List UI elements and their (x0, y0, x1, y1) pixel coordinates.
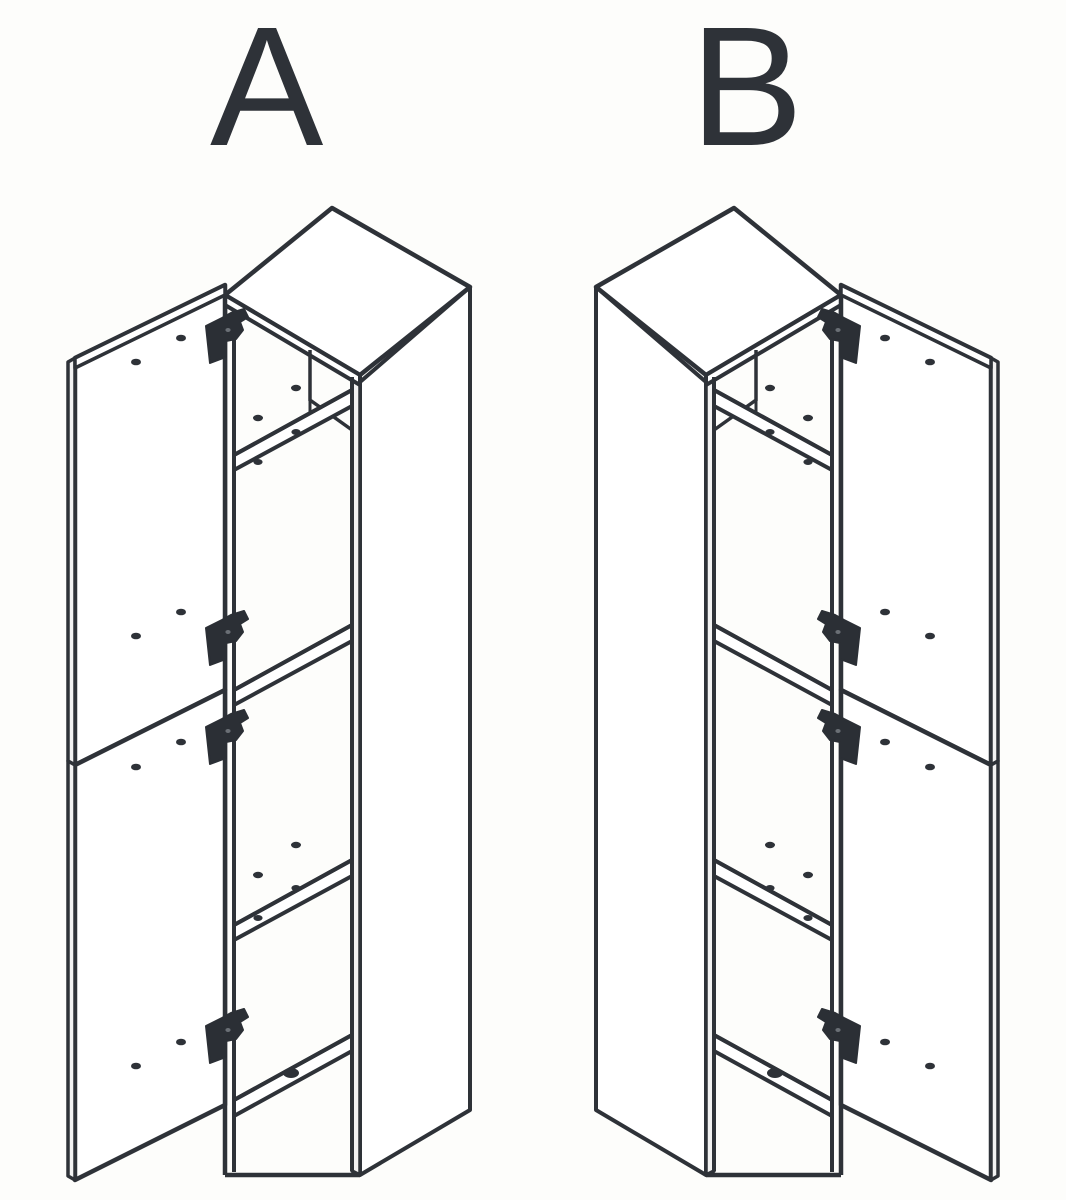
variant-label-a: A (210, 0, 323, 182)
variant-label-b: B (690, 0, 803, 182)
cabinet-variant-b (596, 0, 1066, 1180)
cabinet-variant-a (0, 0, 470, 1180)
